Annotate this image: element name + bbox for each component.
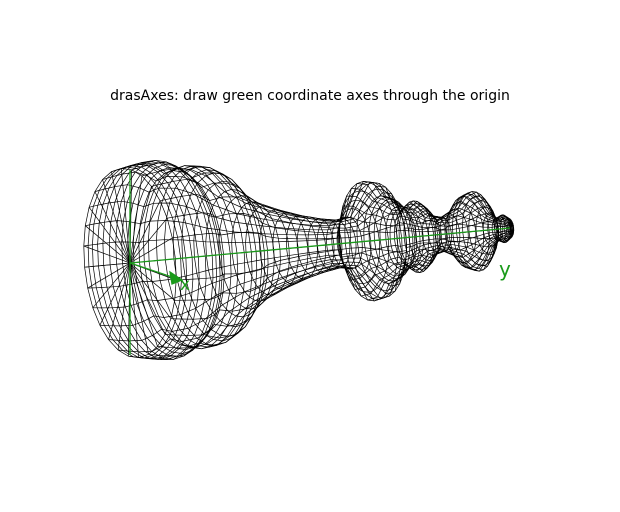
wire-base-spoke — [129, 186, 152, 264]
wire-base-spoke — [129, 175, 143, 264]
wire-meridian — [87, 228, 512, 289]
page-title: drasAxes: draw green coordinate axes thr… — [110, 88, 510, 104]
wire-base-spoke — [84, 262, 131, 268]
wire-meridian — [160, 193, 513, 229]
wire-meridian — [141, 167, 513, 227]
chess-piece-wireframe — [83, 159, 515, 361]
wire-base-spoke — [120, 168, 131, 264]
y-axis-line — [129, 227, 511, 264]
wire-base-spoke — [129, 217, 168, 264]
wire-meridian — [92, 228, 512, 309]
wire-meridian — [167, 212, 514, 234]
wire-meridian — [121, 159, 513, 227]
wire-base-spoke — [129, 262, 140, 358]
coordinate-axes: x y — [129, 170, 511, 355]
wire-meridian — [131, 161, 513, 227]
x-axis-arrowhead — [169, 270, 184, 285]
wire-base-spoke — [129, 262, 149, 355]
wire-meridian — [138, 229, 513, 361]
wire-base-spoke — [129, 262, 175, 301]
wire-base-spoke — [88, 207, 131, 264]
wire-base-spoke — [87, 262, 131, 289]
wire-base-spoke — [108, 262, 131, 340]
wire-base-spoke — [102, 179, 131, 264]
wire-base-spoke — [85, 225, 131, 264]
wire-base-spoke — [111, 171, 131, 264]
wire-base-spoke — [129, 200, 161, 264]
wire-meridian — [99, 229, 512, 327]
y-axis-label: y — [499, 257, 511, 281]
wire-meridian — [172, 220, 514, 240]
wire-base-spoke — [129, 262, 172, 319]
wire-meridian — [128, 229, 513, 359]
wire-base-spoke — [129, 237, 173, 264]
wire-meridian — [108, 229, 512, 342]
wire-meridian — [89, 200, 512, 231]
wire-meridian — [148, 229, 513, 357]
wire-base-spoke — [83, 245, 131, 264]
wire-base-spoke — [129, 262, 158, 347]
wire-meridian — [83, 223, 512, 247]
wire-meridian — [165, 229, 514, 336]
wire-meridian — [151, 178, 513, 227]
wire-base-spoke — [129, 262, 166, 335]
wire-meridian — [111, 163, 512, 227]
x-axis-label: x — [180, 275, 190, 295]
wire-base-spoke — [92, 262, 131, 309]
wire-base-spoke — [94, 191, 131, 264]
wire-base-spoke — [117, 262, 131, 351]
wire-meridian — [118, 229, 513, 353]
wire-base-spoke — [99, 262, 131, 326]
x-axis-line — [129, 262, 179, 280]
